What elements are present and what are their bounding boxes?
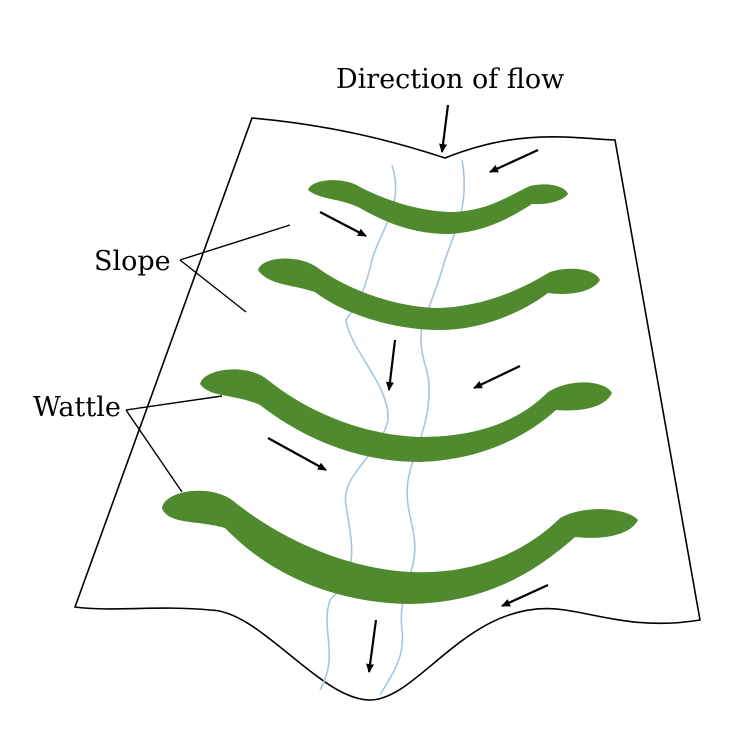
wattle-1 [308, 180, 568, 234]
wattle-4 [162, 490, 638, 604]
wattle-label: Wattle [33, 392, 121, 423]
slope-leader-lower [179, 259, 247, 313]
slope-leader-upper [179, 224, 291, 261]
water-flow-line-right [379, 159, 466, 696]
flow-arrow-bottom [366, 619, 378, 673]
flow-arrow-top-left [319, 211, 367, 237]
flow-arrows [267, 104, 549, 673]
flow-arrow-top-right [489, 149, 539, 173]
wattle-2 [258, 258, 600, 330]
leader-lines [125, 224, 291, 493]
wattles [162, 180, 638, 604]
flow-arrow-left-middle [267, 437, 327, 471]
flow-arrow-right-lower [501, 583, 549, 608]
flow-arrow-center-upper [385, 339, 397, 391]
flow-arrow-right-middle [473, 365, 521, 389]
slope-label: Slope [94, 246, 171, 277]
wattle-3 [200, 369, 612, 462]
flow-arrow-title [439, 104, 450, 153]
water-flow-line-left [319, 164, 397, 691]
wattle-leader-lower [125, 409, 183, 493]
direction-of-flow-label: Direction of flow [336, 64, 565, 95]
slope-surface-outline [73, 117, 701, 701]
wattle-leader-upper [125, 395, 223, 411]
